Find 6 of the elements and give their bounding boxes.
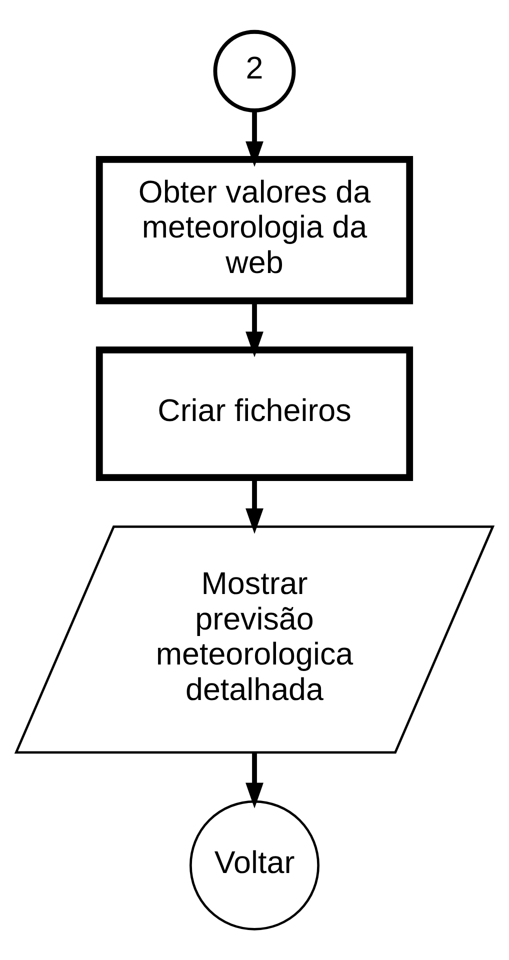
node-box: Criar ficheiros [96,346,414,480]
node-circle: 2 [213,29,296,112]
node-circle: Voltar [190,800,320,930]
arrow [246,752,264,808]
arrow [246,110,264,166]
node-box: Obter valores da meteorologia da web [96,156,414,304]
